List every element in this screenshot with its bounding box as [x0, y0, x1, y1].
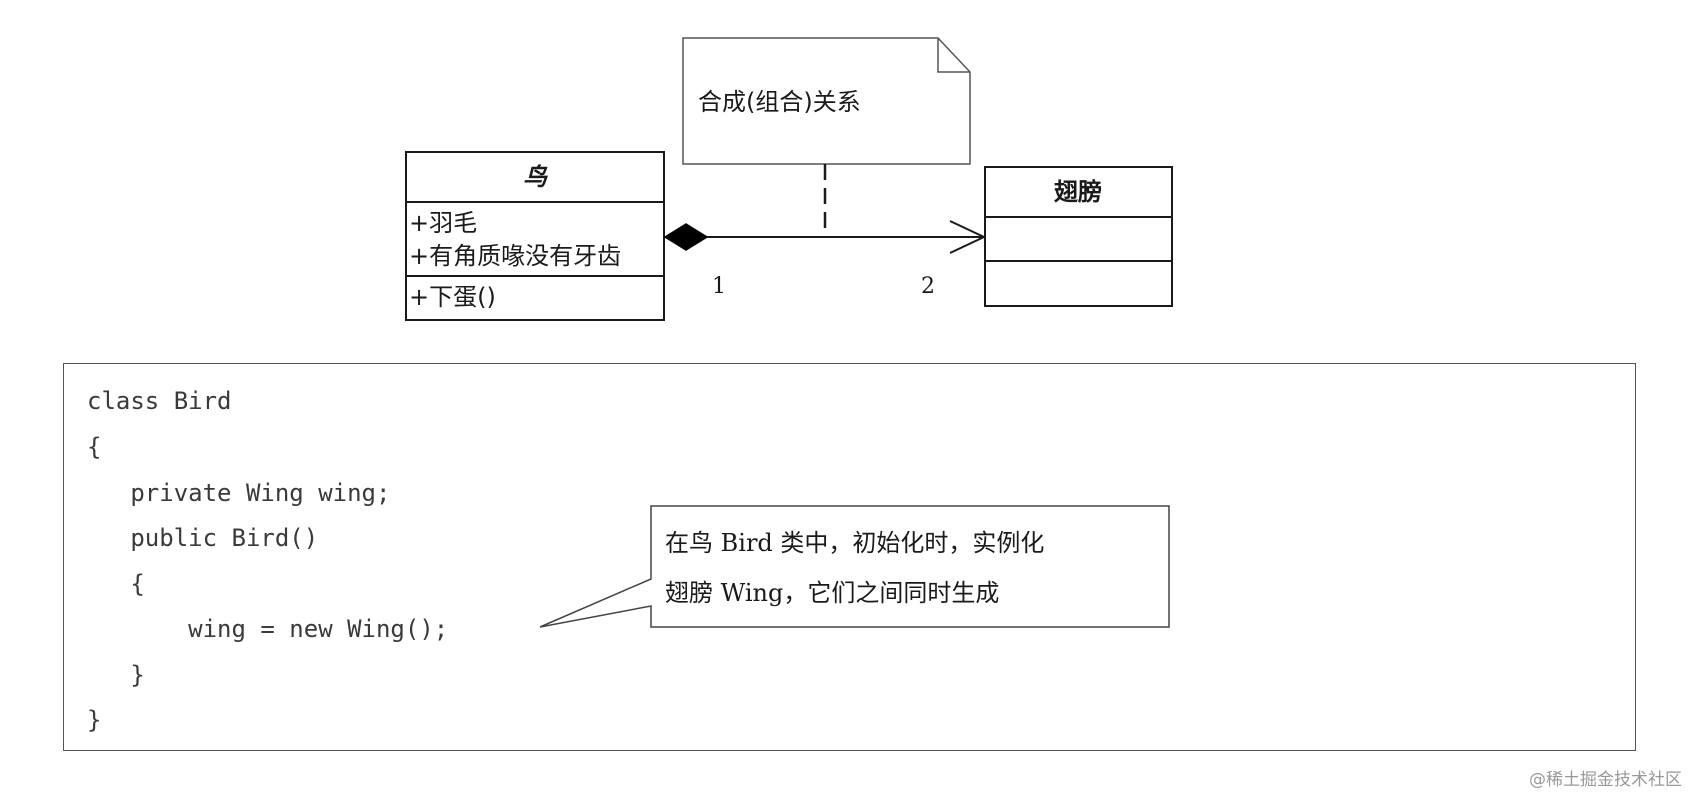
callout-text: 在鸟 Bird 类中，初始化时，实例化 翅膀 Wing，它们之间同时生成	[665, 518, 1145, 618]
composition-diamond-icon	[663, 223, 709, 251]
watermark: @稀土掘金技术社区	[1529, 770, 1682, 790]
callout-line-1: 在鸟 Bird 类中，初始化时，实例化	[665, 529, 1045, 557]
composition-association	[663, 220, 987, 254]
bird-class-name: 鸟	[523, 163, 548, 191]
code-line-4: public Bird()	[87, 524, 319, 552]
uml-diagram: 合成(组合)关系 鸟 +羽毛 +有角质喙没有牙齿 +下蛋() 翅膀 1 2	[405, 37, 1173, 321]
code-line-7: }	[87, 661, 145, 689]
code-line-2: {	[87, 433, 102, 461]
wing-class-name: 翅膀	[1054, 178, 1102, 206]
code-line-3: private Wing wing;	[87, 479, 391, 507]
note-text: 合成(组合)关系	[698, 88, 861, 116]
bird-attribute-beak: +有角质喙没有牙齿	[409, 242, 621, 270]
source-multiplicity: 1	[712, 274, 726, 299]
wing-class-box: 翅膀	[984, 166, 1173, 307]
target-multiplicity: 2	[921, 274, 935, 299]
code-box	[63, 363, 1636, 751]
bird-attribute-feathers: +羽毛	[409, 209, 477, 237]
code-line-6: wing = new Wing();	[87, 615, 449, 643]
callout-line-2: 翅膀 Wing，它们之间同时生成	[665, 579, 1000, 607]
code-line-1: class Bird	[87, 387, 232, 415]
code-line-8: }	[87, 706, 102, 734]
code-line-5: {	[87, 570, 145, 598]
note-box: 合成(组合)关系	[682, 37, 971, 165]
bird-method-lay-egg: +下蛋()	[409, 283, 496, 311]
arrow-head-icon	[949, 220, 987, 254]
bird-class-box: 鸟 +羽毛 +有角质喙没有牙齿 +下蛋()	[405, 151, 665, 321]
